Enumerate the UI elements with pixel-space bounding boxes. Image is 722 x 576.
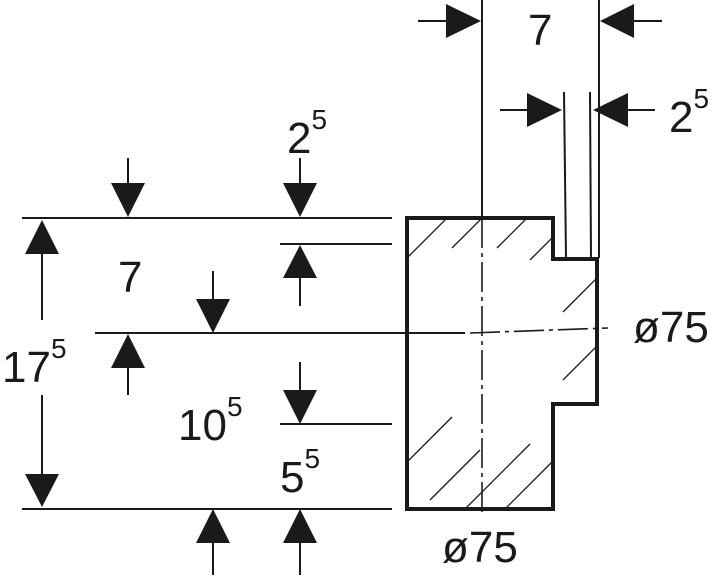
horizontal-centerline <box>469 327 609 334</box>
dim-left-top-offset: 25 <box>287 104 327 163</box>
fitting-outline <box>405 216 599 511</box>
dim-top-width: 7 <box>528 6 552 55</box>
fitting-body <box>405 216 599 511</box>
dim-top-pipe-offset: 25 <box>669 83 709 142</box>
dim-bottom-diameter: ø75 <box>442 523 518 572</box>
section-hatching <box>407 218 597 509</box>
extension-lines <box>22 217 465 510</box>
dim-left-mid-height: 105 <box>178 391 243 450</box>
pipe-lines <box>481 0 600 259</box>
dim-left-total-height: 175 <box>2 333 67 392</box>
dim-left-upper-height: 7 <box>118 253 142 302</box>
dim-side-diameter: ø75 <box>633 303 709 352</box>
dim-left-bottom-height: 55 <box>280 443 320 502</box>
dimension-arrows <box>25 4 662 575</box>
